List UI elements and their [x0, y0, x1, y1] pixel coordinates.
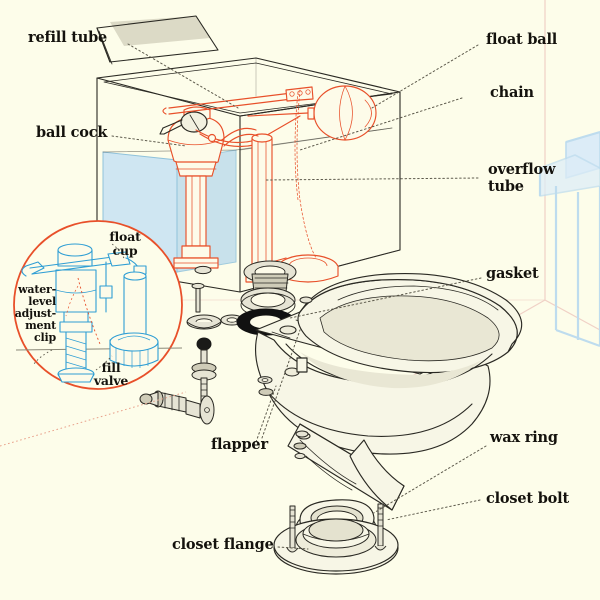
- ball-cock-thumbscrew: [159, 111, 208, 135]
- leader-wax-ring: [371, 445, 487, 515]
- label-water-level-clip-line2: level: [28, 295, 56, 308]
- closet-bolts: [286, 503, 387, 553]
- leader-inset-link: [0, 391, 187, 447]
- label-float-ball: float ball: [486, 31, 558, 48]
- label-closet-bolt: closet bolt: [486, 490, 569, 507]
- leader-refill-tube: [127, 43, 239, 109]
- float-ball: [247, 85, 377, 141]
- closet-flange: [273, 503, 399, 575]
- leader-chain: [299, 97, 463, 151]
- label-water-level-clip-line1: water-: [18, 283, 56, 296]
- label-float-cup-line1: float: [109, 229, 141, 244]
- label-fill-valve-line1: fill: [101, 360, 121, 375]
- label-flapper: flapper: [211, 436, 268, 453]
- refill-tube: [221, 127, 259, 147]
- leader-lines: [0, 43, 487, 550]
- label-wax-ring: wax ring: [490, 429, 558, 446]
- tank-mounting-hardware: [191, 260, 297, 336]
- leader-gasket: [289, 277, 482, 319]
- leader-flapper-1: [255, 385, 277, 443]
- chain: [294, 89, 317, 259]
- label-overflow-tube-line1: overflow: [488, 161, 556, 178]
- ball-cock-assembly: [167, 106, 225, 269]
- label-closet-flange: closet flange: [172, 536, 274, 553]
- label-overflow-tube-line2: tube: [488, 178, 524, 195]
- label-chain: chain: [490, 84, 534, 101]
- fill-valve-inset: [13, 220, 183, 390]
- supply-stop-valve: [139, 390, 215, 425]
- tank-internal-parts: [159, 85, 377, 283]
- leader-closet-bolt: [385, 499, 481, 521]
- leader-ball-cock: [111, 135, 187, 147]
- vanity-cabinet: [538, 130, 600, 348]
- inset-float-cup: [21, 251, 159, 368]
- flapper-assembly: [139, 314, 222, 425]
- inset-fill-valve: [55, 243, 101, 383]
- bowl-bolt-hardware: [257, 296, 313, 460]
- leader-float-ball: [371, 44, 479, 109]
- leader-closet-flange: [277, 546, 309, 550]
- label-fill-valve-line2: valve: [93, 373, 129, 388]
- label-water-level-clip-line4: ment: [25, 319, 56, 332]
- overflow-tube: [245, 133, 279, 283]
- label-refill-tube: refill tube: [28, 29, 108, 46]
- label-float-cup-line2: cup: [112, 243, 138, 258]
- label-water-level-clip-line3: adjust-: [14, 307, 56, 320]
- toilet-bowl: [254, 272, 523, 511]
- label-ball-cock: ball cock: [36, 124, 108, 141]
- label-gasket: gasket: [486, 265, 539, 282]
- leader-overflow: [265, 177, 479, 181]
- tank-lid: [96, 15, 219, 65]
- label-water-level-clip-line5: clip: [34, 331, 56, 344]
